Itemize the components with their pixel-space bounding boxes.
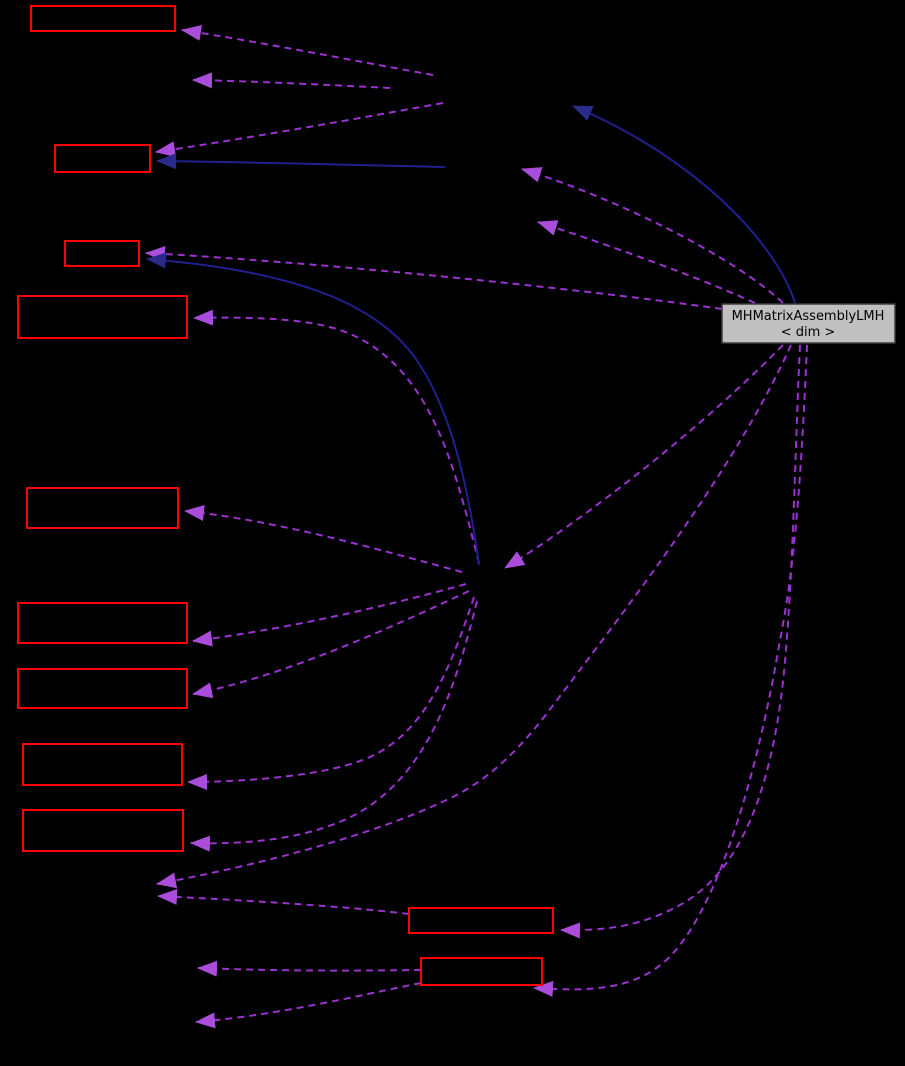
related-class-node-6[interactable]: [17, 602, 188, 644]
related-class-node-7[interactable]: [17, 668, 188, 709]
usage-edge-to-hidden-top: [192, 72, 391, 89]
usage-edge-to-box11-right: [533, 344, 808, 997]
related-class-node-3[interactable]: [64, 240, 140, 267]
usage-edge-to-hidden-left1: [156, 344, 792, 889]
usage-edge-to-box4: [193, 309, 480, 564]
current-class-node: MHMatrixAssemblyLMH < dim >: [721, 303, 896, 344]
usage-edge-to-hidden-mid1: [521, 167, 784, 304]
usage-edge-to-box2: [155, 102, 444, 158]
usage-edge-box11-to-hidden-left3: [197, 960, 422, 977]
related-class-node-2[interactable]: [54, 144, 151, 173]
usage-edge-box11-to-hidden-left4: [195, 982, 422, 1029]
usage-edges: [145, 24, 808, 1029]
usage-edge-to-box3: [145, 245, 723, 310]
current-class-node-box: [721, 303, 896, 344]
inheritance-edge-to-hidden-top: [572, 105, 796, 304]
usage-edge-to-hidden-mid2: [537, 220, 756, 304]
related-class-node-1[interactable]: [30, 5, 176, 32]
related-class-node-8[interactable]: [22, 743, 183, 786]
related-class-node-11[interactable]: [420, 957, 543, 986]
usage-edge-to-box10-right: [560, 344, 801, 939]
usage-edge-to-box8: [187, 596, 475, 790]
inheritance-edge-to-box2: [156, 153, 446, 170]
related-class-nodes: [17, 5, 554, 986]
usage-edge-to-box6: [192, 583, 467, 647]
usage-edge-to-center-hub: [504, 344, 784, 569]
related-class-node-4[interactable]: [17, 295, 188, 339]
related-class-node-5[interactable]: [26, 487, 179, 529]
current-class-node-label-line2: < dim >: [781, 325, 836, 340]
current-class-node-label-line1: MHMatrixAssemblyLMH: [732, 309, 885, 324]
inheritance-edges: [146, 105, 796, 566]
usage-edge-box10-to-hidden-left2: [157, 888, 410, 915]
related-class-node-10[interactable]: [408, 907, 554, 934]
related-class-node-9[interactable]: [22, 809, 184, 852]
usage-edge-to-box5: [184, 505, 463, 573]
usage-edge-to-box7: [192, 590, 470, 699]
inheritance-edge-to-box3: [146, 252, 480, 566]
usage-edge-to-box9: [190, 600, 478, 852]
